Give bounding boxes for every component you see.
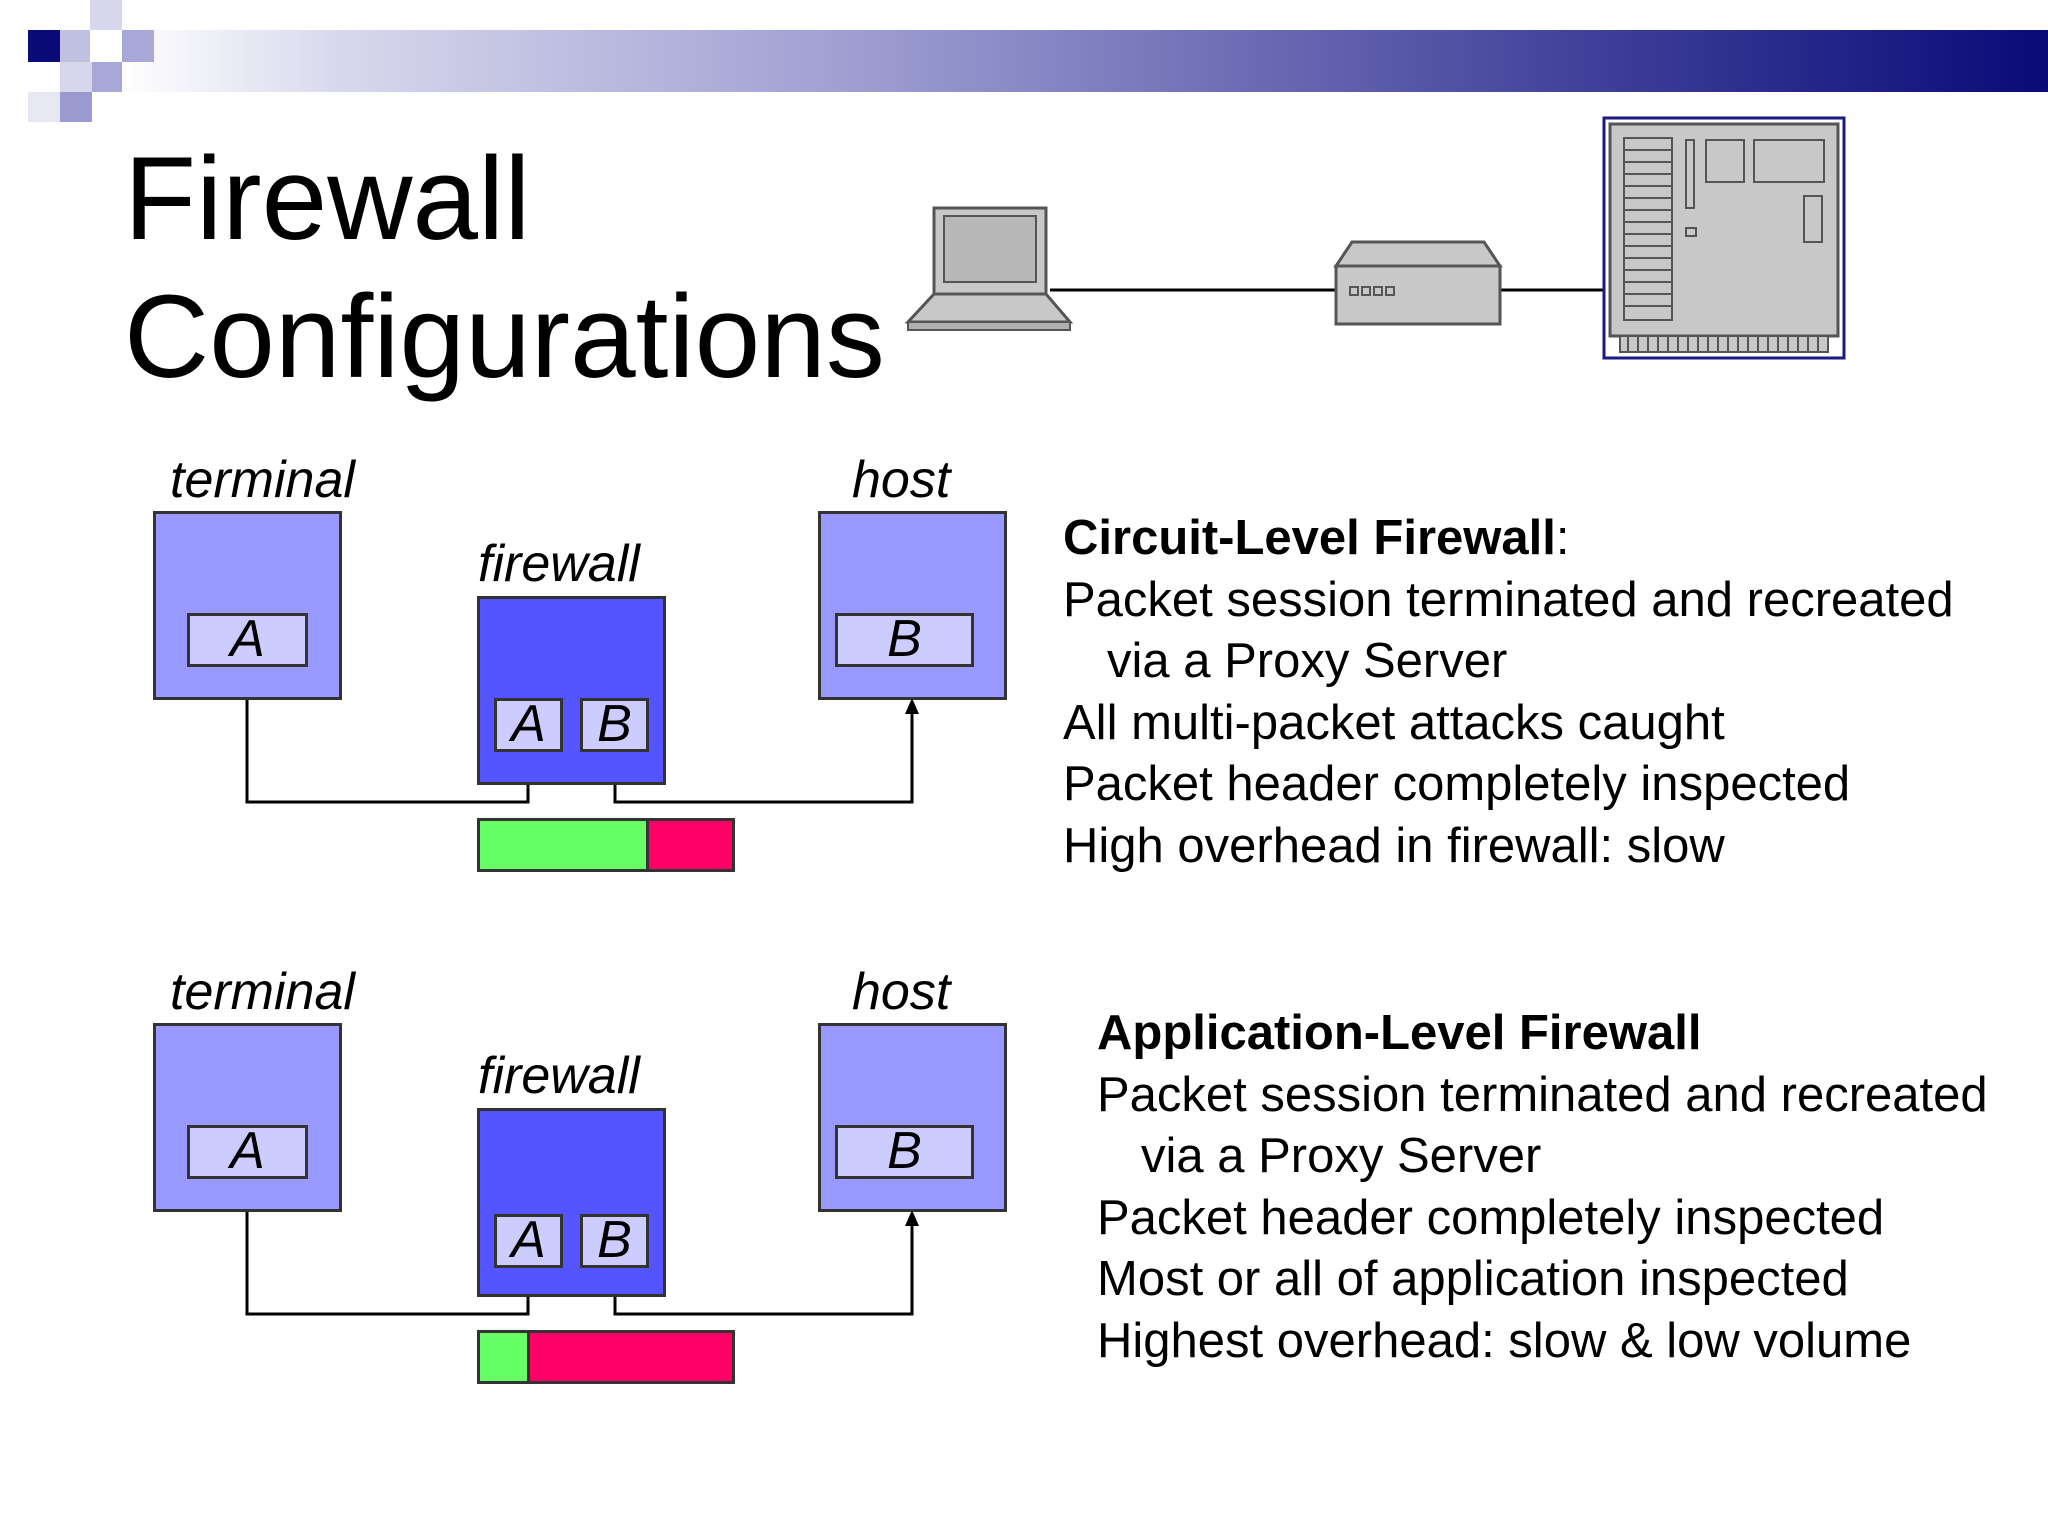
circuit-line: Packet session terminated and recreated: [1063, 572, 1954, 627]
laptop-icon: [904, 206, 1074, 331]
firewall-inner-b: B: [580, 1214, 649, 1268]
overhead-bar: [477, 1330, 735, 1384]
firewall-inner-a: A: [494, 698, 563, 752]
firewall-inner-a: A: [494, 1214, 563, 1268]
terminal-inner-a: A: [187, 613, 308, 667]
firewall-box: [477, 1108, 666, 1297]
overhead-bar-green: [480, 821, 649, 869]
host-label: host: [852, 451, 951, 509]
application-line: Packet header completely inspected: [1097, 1190, 1885, 1245]
application-line: Highest overhead: slow & low volume: [1097, 1313, 1912, 1368]
terminal-label: terminal: [170, 451, 355, 509]
host-inner-b: B: [835, 613, 974, 667]
overhead-bar-red: [648, 821, 732, 869]
firewall-label: firewall: [478, 535, 640, 593]
circuit-description: Circuit-Level Firewall: Packet session t…: [1063, 508, 1954, 877]
circuit-line: Packet header completely inspected: [1063, 757, 1851, 811]
server-icon: [1602, 116, 1846, 360]
firewall-label: firewall: [478, 1047, 640, 1105]
application-line: Most or all of application inspected: [1097, 1252, 1849, 1306]
circuit-line: High overhead in firewall: slow: [1063, 818, 1725, 873]
firewall-inner-b: B: [580, 698, 649, 752]
host-box: [818, 511, 1007, 700]
circuit-heading: Circuit-Level Firewall:: [1063, 511, 1570, 565]
overhead-bar: [477, 818, 735, 872]
terminal-box: [153, 511, 342, 700]
header-gradient-bar: [120, 30, 2048, 92]
title-line-1: Firewall: [124, 133, 531, 265]
application-line: via a Proxy Server: [1141, 1129, 1542, 1183]
application-description: Application-Level Firewall Packet sessio…: [1097, 1003, 1988, 1372]
application-line: Packet session terminated and recreated: [1097, 1067, 1988, 1122]
firewall-box: [477, 596, 666, 785]
slide-title: Firewall Configurations: [124, 130, 885, 406]
host-inner-b: B: [835, 1125, 974, 1179]
title-line-2: Configurations: [124, 271, 885, 403]
application-heading: Application-Level Firewall: [1097, 1006, 1702, 1060]
hub-icon: [1333, 240, 1503, 326]
overhead-bar-red: [530, 1333, 732, 1381]
overhead-bar-green: [480, 1333, 531, 1381]
host-label: host: [852, 963, 951, 1021]
terminal-label: terminal: [170, 963, 355, 1021]
circuit-line: All multi-packet attacks caught: [1063, 695, 1725, 750]
terminal-box: [153, 1023, 342, 1212]
network-illustration: [904, 116, 1846, 360]
terminal-inner-a: A: [187, 1125, 308, 1179]
circuit-line: via a Proxy Server: [1107, 634, 1508, 688]
host-box: [818, 1023, 1007, 1212]
